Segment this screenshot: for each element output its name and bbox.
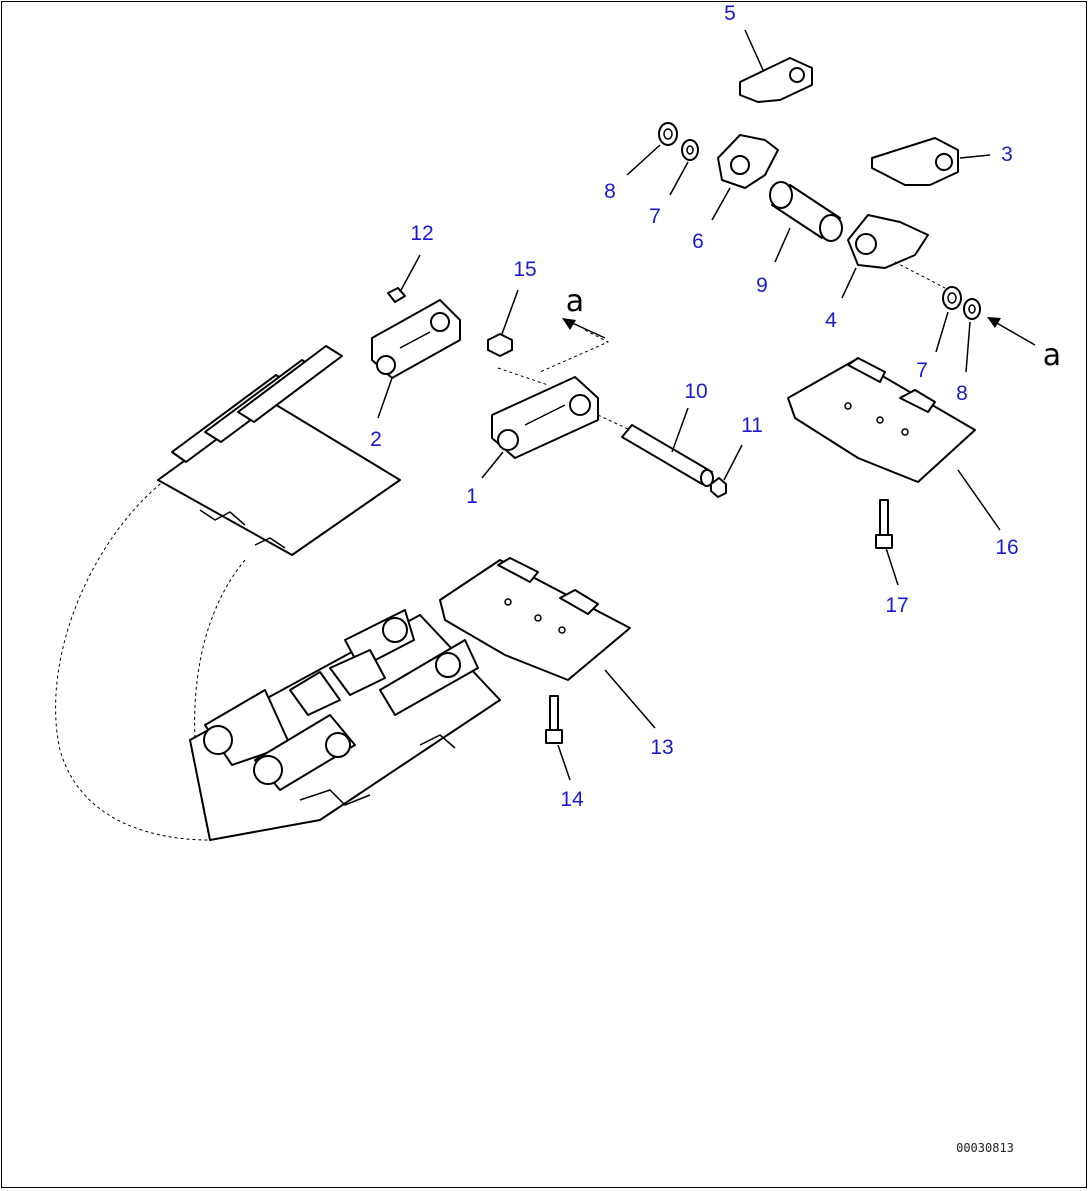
part-17-shoe-bolt [875,499,893,549]
callout-7-lower: 7 [916,359,928,382]
view-arrow-upper [539,318,610,373]
part-15-nut [487,333,513,357]
callout-3: 3 [1001,143,1013,166]
view-label-lower: a [1043,338,1061,373]
drawing-code: 00030813 [956,1141,1014,1155]
part-16-track-shoe [787,357,976,483]
callout-7-upper: 7 [649,205,661,228]
callout-4: 4 [825,309,837,332]
callout-9: 9 [756,274,768,297]
part-2-link [371,299,461,379]
callout-16: 16 [995,536,1018,559]
part-9-bushing [769,181,843,242]
callout-12: 12 [410,222,433,245]
part-12-bolt [387,287,406,303]
track-assembly [55,345,501,841]
part-10-pin [621,424,714,487]
part-4-plate [847,214,946,289]
leader-lines [377,29,1001,781]
callouts: 5 3 8 7 6 9 4 7 8 12 15 2 1 10 11 16 17 … [370,2,1019,811]
part-11-collar [710,477,727,498]
part-7-washer-upper [681,139,699,161]
callout-5: 5 [724,2,736,25]
callout-1: 1 [466,485,478,508]
callout-2: 2 [370,428,382,451]
part-13-track-shoe [439,557,631,681]
view-arrow-lower [987,317,1036,346]
part-8-nut-lower [963,298,981,320]
callout-10: 10 [684,380,707,403]
callout-8-lower: 8 [956,382,968,405]
callout-8-upper: 8 [604,180,616,203]
view-label-upper: a [566,284,584,319]
part-1-link [491,367,631,459]
callout-11: 11 [741,414,763,437]
callout-13: 13 [650,736,673,759]
part-7-washer-lower [942,286,962,310]
part-8-nut-upper [658,122,678,146]
callout-17: 17 [885,594,908,617]
callout-15: 15 [513,258,536,281]
callout-14: 14 [560,788,584,811]
part-5-master-link [739,57,813,103]
part-6-plate [717,134,779,189]
callout-6: 6 [692,230,704,253]
part-14-shoe-bolt [545,695,563,744]
part-3-master-link [871,137,959,186]
